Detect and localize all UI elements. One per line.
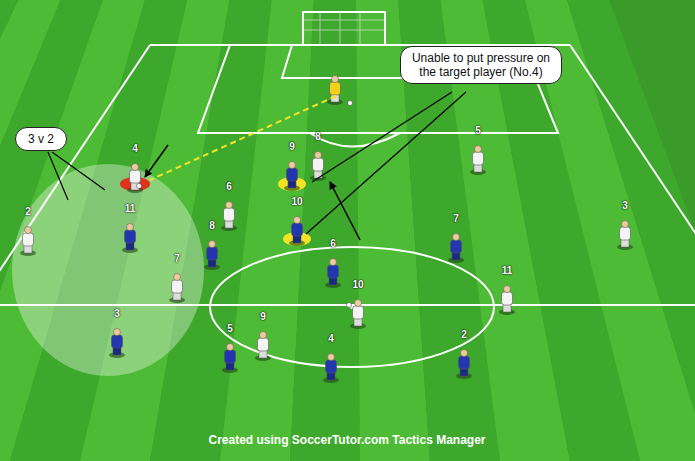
callout-box: Unable to put pressure on the target pla… (400, 46, 562, 84)
player-number: 3 (114, 308, 120, 319)
player-figure (327, 76, 343, 106)
player-number: 11 (125, 203, 136, 214)
player-figure (617, 221, 633, 251)
player-number: 8 (315, 131, 321, 142)
player-figure (122, 224, 138, 254)
player-number: 5 (227, 323, 233, 334)
player-figure (310, 152, 326, 182)
player-number: 9 (260, 311, 266, 322)
player-number: 6 (330, 238, 336, 249)
player-figure (222, 344, 238, 374)
player-figure (323, 354, 339, 384)
player-figure (456, 350, 472, 380)
player-figure (470, 146, 486, 176)
watermark: Created using SoccerTutor.com Tactics Ma… (209, 433, 486, 447)
player-number: 10 (291, 196, 302, 207)
callout-text: Unable to put pressure on the target pla… (409, 51, 553, 79)
player-number: 11 (502, 265, 513, 276)
player-figure (289, 217, 305, 247)
player-number: 8 (209, 220, 215, 231)
player-figure (221, 202, 237, 232)
player-number: 7 (453, 213, 459, 224)
grass-stripe (350, 0, 695, 461)
player-number: 4 (328, 333, 334, 344)
player-figure (109, 329, 125, 359)
player-number: 4 (132, 143, 138, 154)
player-figure (350, 300, 366, 330)
player-figure (127, 164, 143, 194)
player-figure (255, 332, 271, 362)
overload-callout: 3 v 2 (15, 127, 67, 151)
callout-text: 3 v 2 (28, 132, 54, 146)
grass-stripe (290, 0, 360, 461)
player-figure (284, 162, 300, 192)
player-number: 9 (289, 141, 295, 152)
player-number: 3 (622, 200, 628, 211)
player-number: 6 (226, 181, 232, 192)
player-figure (20, 227, 36, 257)
player-figure (499, 286, 515, 316)
player-number: 10 (352, 279, 363, 290)
player-figure (448, 234, 464, 264)
player-number: 5 (475, 125, 481, 136)
player-figure (325, 259, 341, 289)
player-figure (204, 241, 220, 271)
player-figure (169, 274, 185, 304)
player-number: 2 (461, 329, 467, 340)
player-number: 2 (25, 206, 31, 217)
player-number: 7 (174, 253, 180, 264)
